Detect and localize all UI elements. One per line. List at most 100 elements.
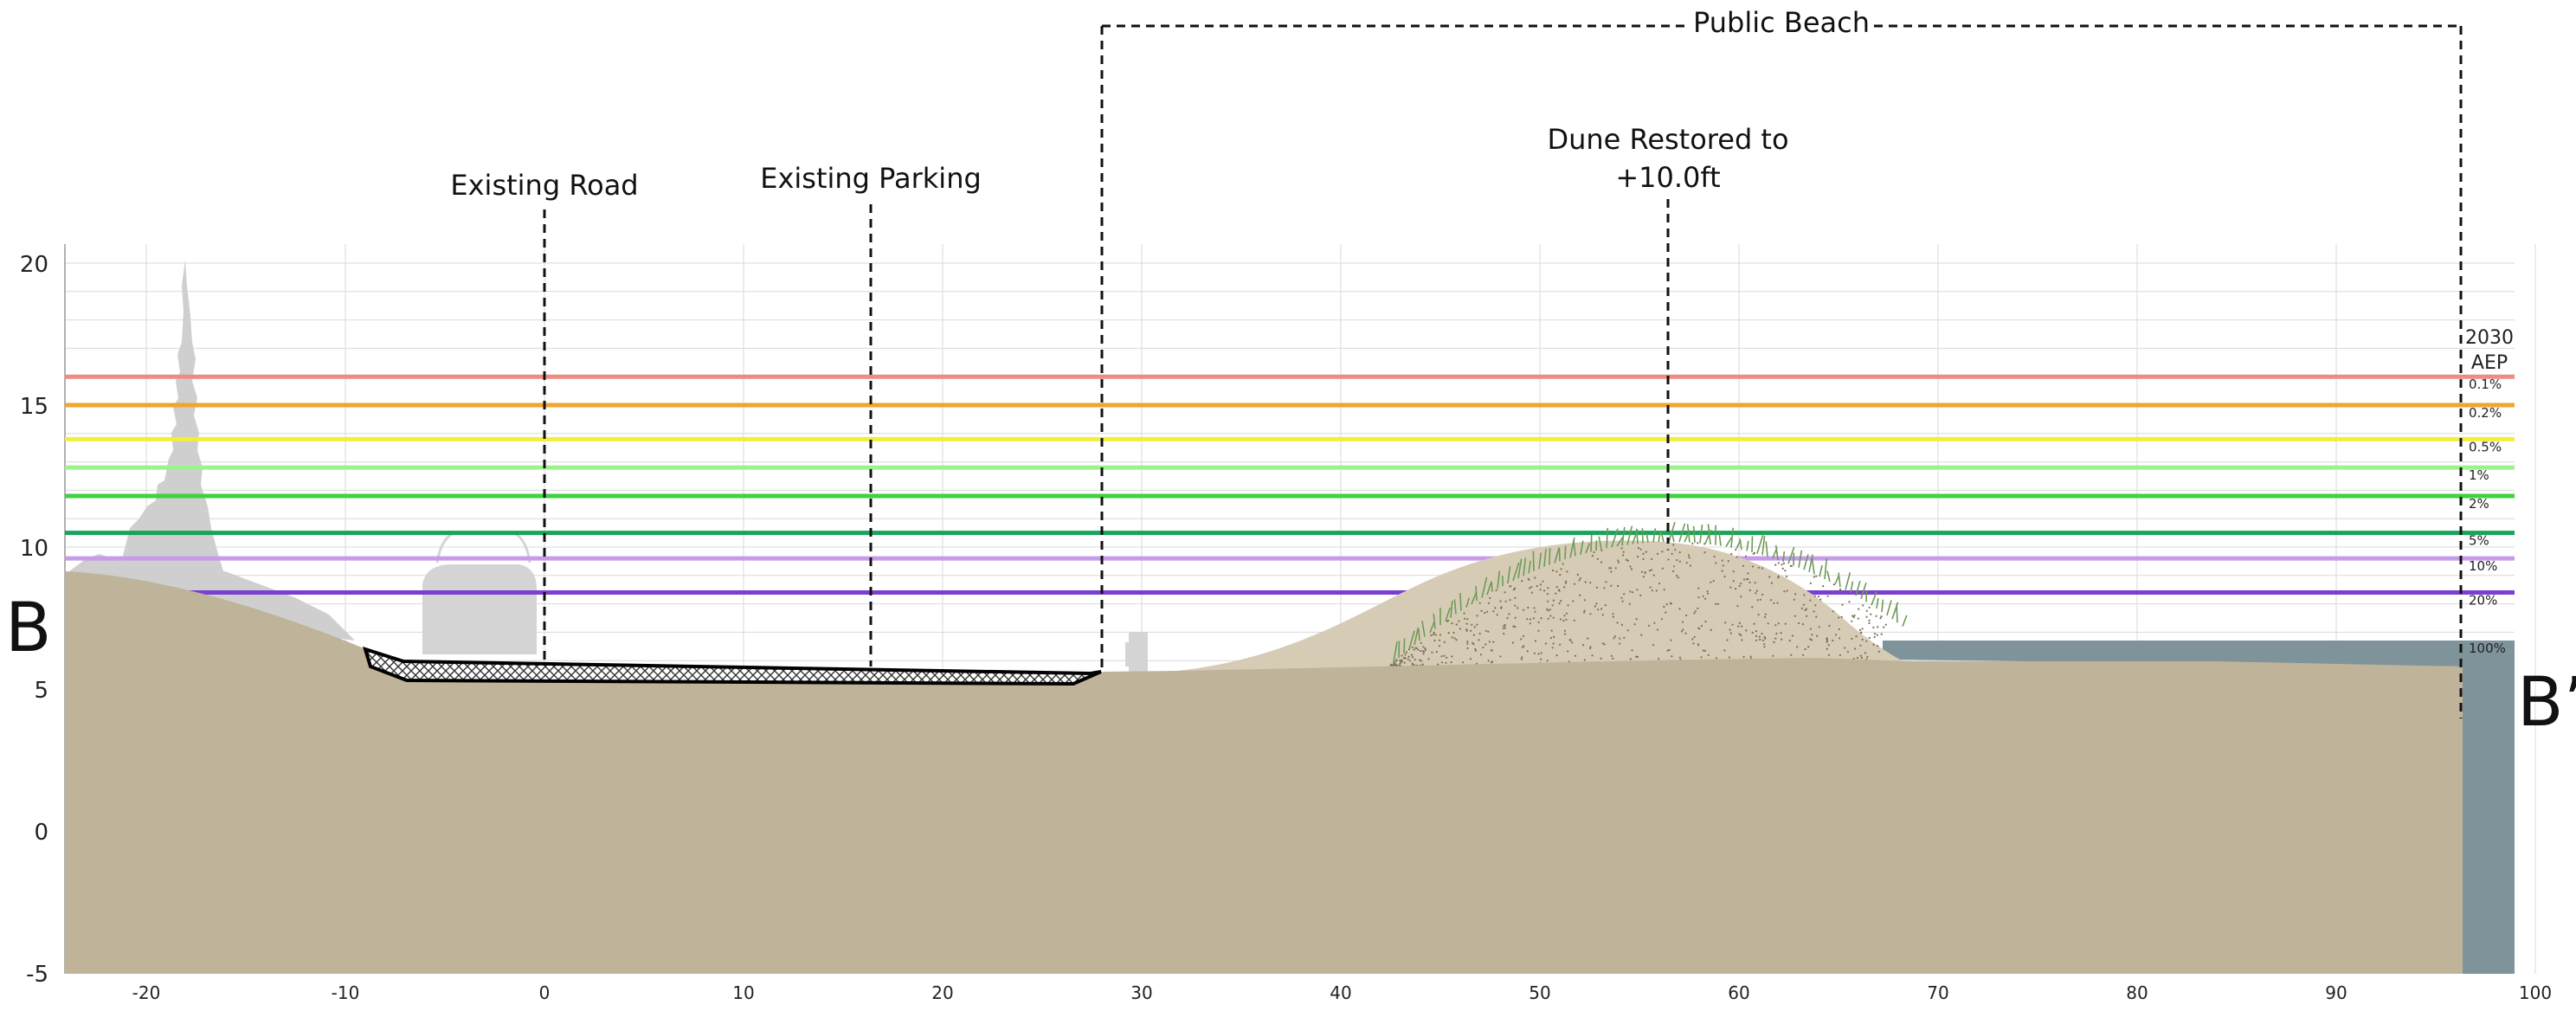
sand-dot	[1755, 589, 1758, 592]
sand-dot	[1489, 596, 1491, 600]
sand-dot	[1689, 564, 1691, 567]
sand-dot	[1691, 638, 1694, 641]
sand-dot	[1522, 634, 1525, 637]
sand-dot	[1504, 600, 1507, 602]
sand-dot	[1868, 619, 1871, 622]
sand-dot	[1574, 654, 1577, 657]
grass-blade	[1787, 546, 1795, 564]
sand-dot	[1555, 586, 1558, 589]
sand-dot	[1572, 600, 1575, 602]
grass-blade	[1398, 641, 1401, 659]
sand-dot	[1533, 607, 1536, 609]
sand-dot	[1440, 661, 1444, 664]
sand-dot	[1512, 589, 1515, 591]
sand-dot	[1487, 602, 1490, 604]
sand-dot	[1587, 637, 1589, 640]
sand-dot	[1401, 660, 1403, 663]
sand-dot	[1796, 646, 1799, 648]
sand-dot	[1789, 564, 1792, 568]
sand-dot	[1504, 591, 1506, 594]
sand-dot	[1514, 604, 1517, 607]
sand-dot	[1785, 576, 1788, 578]
sand-dot	[1794, 615, 1796, 617]
sand-dot	[1563, 615, 1566, 617]
sand-dot	[1763, 643, 1766, 646]
sand-dot	[1540, 652, 1542, 654]
sand-dot	[1645, 551, 1647, 553]
sand-dot	[1841, 603, 1844, 606]
leader-lines	[543, 24, 2463, 718]
sand-dot	[1873, 633, 1877, 635]
sand-dot	[1559, 643, 1562, 646]
sand-dot	[1861, 638, 1864, 641]
sand-dot	[1663, 589, 1665, 591]
sand-dot	[1802, 654, 1805, 656]
sand-dot	[1583, 611, 1586, 614]
sand-dot	[1678, 608, 1681, 610]
sand-dot	[1860, 631, 1863, 634]
sand-dot	[1439, 639, 1441, 641]
sand-dot	[1681, 621, 1684, 623]
sand-dot	[1551, 570, 1555, 572]
sand-dot	[1459, 628, 1461, 630]
sand-dot	[1431, 651, 1433, 654]
grass-blade	[1549, 548, 1551, 565]
sand-dot	[1389, 664, 1392, 666]
sand-dot	[1661, 567, 1664, 570]
sand-dot	[1865, 615, 1868, 618]
grass-blade	[1429, 621, 1435, 634]
sand-dot	[1870, 613, 1872, 615]
grass-blade	[1902, 615, 1908, 627]
sand-dot	[1671, 655, 1673, 658]
sand-dot	[1603, 587, 1606, 589]
sand-dot	[1402, 657, 1406, 660]
sand-dot	[1730, 552, 1733, 556]
dune-restored-label-line2: +10.0ft	[1615, 161, 1720, 194]
sand-dot	[1622, 554, 1625, 557]
sand-dot	[1755, 630, 1758, 633]
sand-dot	[1421, 663, 1424, 666]
sand-dot	[1555, 592, 1557, 595]
restored-dune	[1177, 540, 1913, 671]
aep-label: 1%	[2469, 467, 2489, 483]
sand-dot	[1747, 572, 1749, 575]
grass-blade	[1465, 597, 1470, 608]
sand-dot	[1740, 634, 1742, 637]
existing-road-label: Existing Road	[450, 169, 638, 202]
grass-blade	[1881, 599, 1884, 612]
sand-dot	[1724, 621, 1727, 624]
sand-dot	[1559, 574, 1562, 576]
sand-dot	[1855, 635, 1858, 638]
sand-dot	[1623, 636, 1626, 639]
sand-dot	[1534, 610, 1536, 613]
grass-blade	[1573, 539, 1576, 557]
sand-dot	[1772, 654, 1774, 657]
sand-dot	[1600, 561, 1602, 563]
grass-blade	[1660, 532, 1665, 543]
sand-dot	[1502, 627, 1504, 629]
sand-dot	[1745, 629, 1748, 632]
sand-dot	[1839, 637, 1841, 640]
sand-dot	[1639, 594, 1642, 597]
sand-dot	[1584, 581, 1587, 583]
sand-dot	[1741, 639, 1743, 641]
sand-dot	[1794, 593, 1797, 596]
sand-dot	[1488, 641, 1491, 643]
sand-dot	[1565, 580, 1568, 583]
sand-dot	[1433, 631, 1435, 634]
sand-dot	[1403, 661, 1406, 664]
sand-dot	[1784, 570, 1787, 572]
sand-dot	[1411, 663, 1414, 666]
sand-dot	[1613, 635, 1616, 638]
sand-dot	[1715, 657, 1718, 660]
grass-blade	[1826, 570, 1831, 583]
sand-dot	[1466, 642, 1469, 645]
sand-dot	[1697, 596, 1700, 599]
sand-dot	[1856, 656, 1859, 660]
grass-blade	[1718, 531, 1722, 546]
sand-dot	[1526, 650, 1529, 653]
sand-dot	[1740, 596, 1742, 598]
sand-dot	[1424, 647, 1426, 650]
sand-dot	[1484, 611, 1486, 615]
grass-blade	[1635, 528, 1639, 544]
